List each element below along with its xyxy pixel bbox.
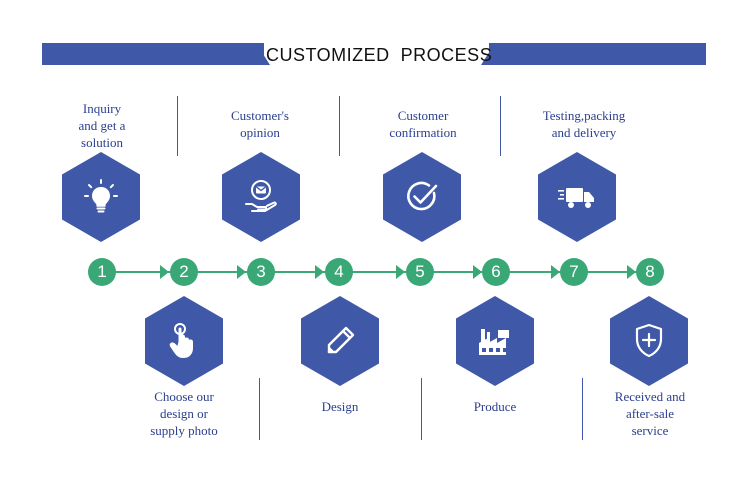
step-5-hexagon (383, 152, 461, 242)
step-6-number: 6 (482, 258, 510, 286)
timeline-arrow-7 (627, 265, 636, 279)
divider-bottom-1 (259, 378, 260, 440)
step-2-number: 2 (170, 258, 198, 286)
timeline-arrow-3 (315, 265, 324, 279)
step-7-hexagon (538, 152, 616, 242)
timeline-arrow-2 (237, 265, 246, 279)
divider-bottom-2 (421, 378, 422, 440)
step-3-hexagon (222, 152, 300, 242)
lightbulb-icon (84, 179, 118, 213)
step-7-number: 7 (560, 258, 588, 286)
header-bar-left (42, 43, 264, 65)
touch-hand-icon (169, 323, 193, 358)
timeline-line (115, 271, 640, 273)
checkmark-icon (407, 181, 438, 211)
divider-top-2 (339, 96, 340, 156)
timeline-arrow-5 (473, 265, 482, 279)
step-6-hexagon (456, 296, 534, 386)
timeline-arrow-1 (160, 265, 169, 279)
step-4-label: Design (321, 399, 359, 414)
step-3-label: Customer's opinion (231, 108, 289, 140)
step-8-label: Received and after-sale service (614, 389, 686, 438)
step-8-hexagon (610, 296, 688, 386)
step-5-number: 5 (406, 258, 434, 286)
step-7-label: Testing,packing and delivery (542, 108, 626, 140)
truck-icon (558, 188, 594, 208)
step-2-label: Choose our design or supply photo (150, 389, 218, 438)
step-8-number: 8 (636, 258, 664, 286)
factory-icon (479, 329, 509, 355)
step-1-number: 1 (88, 258, 116, 286)
step-5-label: Customer confirmation (389, 108, 457, 140)
step-4-number: 4 (325, 258, 353, 286)
timeline-arrow-4 (396, 265, 405, 279)
step-1-hexagon (62, 152, 140, 242)
step-6-label: Produce (473, 399, 517, 414)
divider-top-1 (177, 96, 178, 156)
message-hand-icon (245, 180, 277, 212)
step-1-label: Inquiry and get a solution (78, 101, 126, 150)
step-2-hexagon (145, 296, 223, 386)
step-3-number: 3 (247, 258, 275, 286)
shield-plus-icon (635, 323, 663, 358)
divider-top-3 (500, 96, 501, 156)
header-bar-right (489, 43, 706, 65)
timeline-arrow-6 (551, 265, 560, 279)
pencil-icon (327, 326, 355, 354)
step-4-hexagon (301, 296, 379, 386)
page-title: CUSTOMIZED PROCESS (266, 45, 493, 65)
divider-bottom-3 (582, 378, 583, 440)
